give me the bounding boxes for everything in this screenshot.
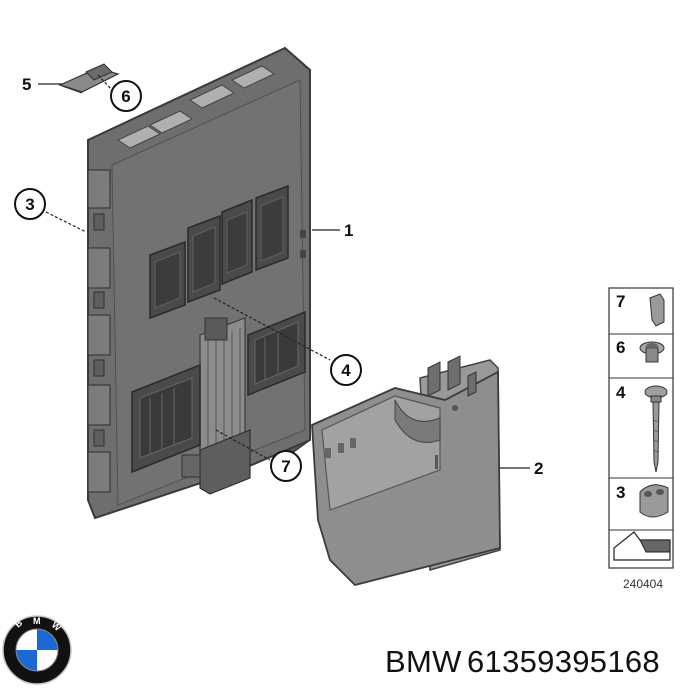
logo-letter-m: M <box>33 616 41 626</box>
parts-legend: 7 6 4 3 <box>608 287 674 569</box>
legend-item-6: 6 <box>616 338 625 357</box>
callout-1-label: 1 <box>344 221 353 240</box>
bolt-icon <box>644 385 668 473</box>
small-clip-part <box>58 63 120 94</box>
callout-2: 2 <box>534 459 543 478</box>
callout-5-label: 5 <box>22 75 31 94</box>
callout-1: 1 <box>344 221 353 240</box>
bmw-logo: B M W <box>2 615 72 685</box>
logo-letter-b: B <box>13 617 25 629</box>
control-module <box>86 46 312 520</box>
callout-7-label: 7 <box>281 457 290 476</box>
leader-lines <box>38 74 530 469</box>
callout-2-label: 2 <box>534 459 543 478</box>
direction-arrow-icon <box>613 531 671 561</box>
grommet-icon <box>639 484 669 518</box>
clip-icon <box>649 293 665 327</box>
callout-3-label: 3 <box>25 195 34 214</box>
upper-connectors <box>149 184 289 320</box>
legend-item-3: 3 <box>616 483 625 502</box>
legend-item-7: 7 <box>616 292 625 311</box>
callout-6-label: 6 <box>121 87 130 106</box>
fuse-block <box>199 317 246 459</box>
footer-brand: BMW <box>385 644 462 679</box>
nut-icon <box>639 341 665 363</box>
legend-item-4: 4 <box>616 383 626 402</box>
callout-5: 5 <box>22 75 31 94</box>
callout-4-label: 4 <box>341 361 351 380</box>
callout-4: 4 <box>330 354 362 386</box>
footer-part-number: 61359395168 <box>467 644 660 679</box>
callout-3: 3 <box>14 188 46 220</box>
callout-6: 6 <box>110 80 142 112</box>
callout-7: 7 <box>270 450 302 482</box>
bracket-part <box>311 355 501 586</box>
reference-code: 240404 <box>623 577 663 591</box>
